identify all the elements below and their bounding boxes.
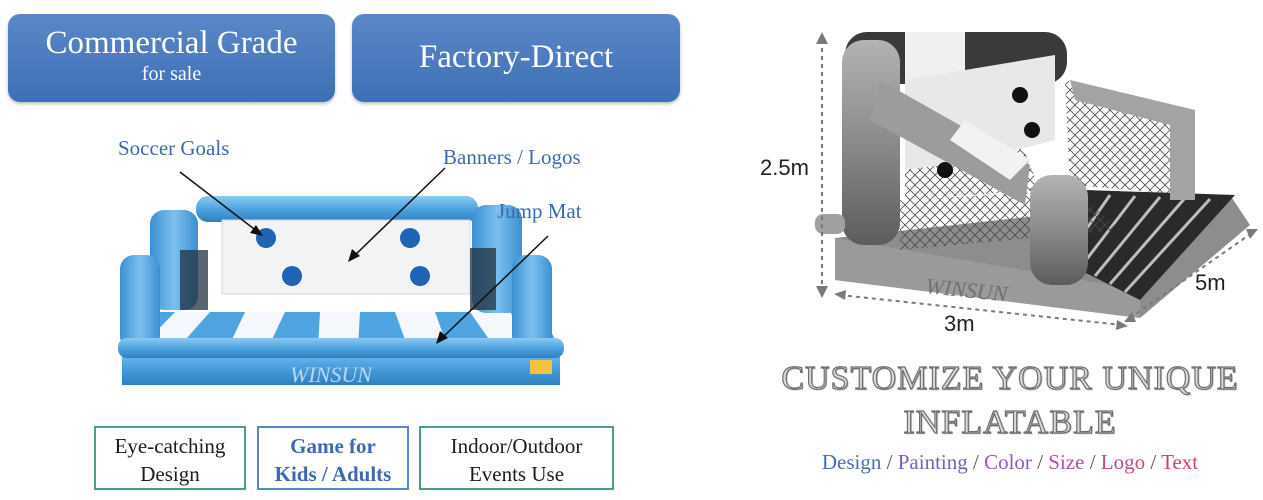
soccer-goals-callout: Soccer Goals [118, 136, 230, 160]
feature-line: Game for [290, 434, 376, 458]
customization-options: Design / Painting / Color / Size / Logo … [770, 450, 1250, 475]
option-logo: Logo [1100, 450, 1146, 474]
factory-direct-title: Factory-Direct [418, 39, 614, 75]
feature-line: Eye-catching [114, 434, 226, 458]
customize-headline-line1: CUSTOMIZE YOUR UNIQUE [781, 359, 1239, 397]
feature-line: Design [140, 462, 200, 486]
option-size: Size [1048, 450, 1085, 474]
option-color: Color [984, 450, 1032, 474]
option-separator: / [1150, 450, 1157, 474]
soccer-goal-hole [282, 266, 302, 286]
option-painting: Painting [897, 450, 968, 474]
feature-line: Kids / Adults [274, 462, 392, 486]
commercial-grade-subtitle: for sale [141, 63, 202, 85]
commercial-grade-badge: Commercial Grade for sale [8, 14, 335, 102]
soccer-goal-hole [410, 266, 430, 286]
jump-mat-callout: Jump Mat [497, 199, 582, 223]
winsun-logo: WINSUN [290, 362, 373, 387]
height-dimension: 2.5m [760, 155, 809, 180]
customize-headline-line2: INFLATABLE [903, 403, 1117, 441]
width-dimension: 3m [944, 311, 975, 336]
feature-indoor-outdoor: Indoor/Outdoor Events Use [419, 426, 614, 490]
feature-line: Events Use [468, 462, 565, 486]
option-design: Design [821, 450, 882, 474]
feature-eye-catching: Eye-catching Design [94, 426, 246, 490]
soccer-goal-hole [400, 228, 420, 248]
option-separator: / [1089, 450, 1096, 474]
length-dimension: 5m [1195, 270, 1226, 295]
feature-game-for: Game for Kids / Adults [257, 426, 409, 490]
option-separator: / [1037, 450, 1044, 474]
option-separator: / [973, 450, 979, 474]
option-text: Text [1161, 450, 1199, 474]
banners-logos-callout: Banners / Logos [443, 145, 581, 169]
option-separator: / [886, 450, 893, 474]
feature-line: Indoor/Outdoor [450, 434, 583, 458]
factory-direct-badge: Factory-Direct [352, 14, 680, 102]
commercial-grade-title: Commercial Grade [45, 25, 298, 61]
